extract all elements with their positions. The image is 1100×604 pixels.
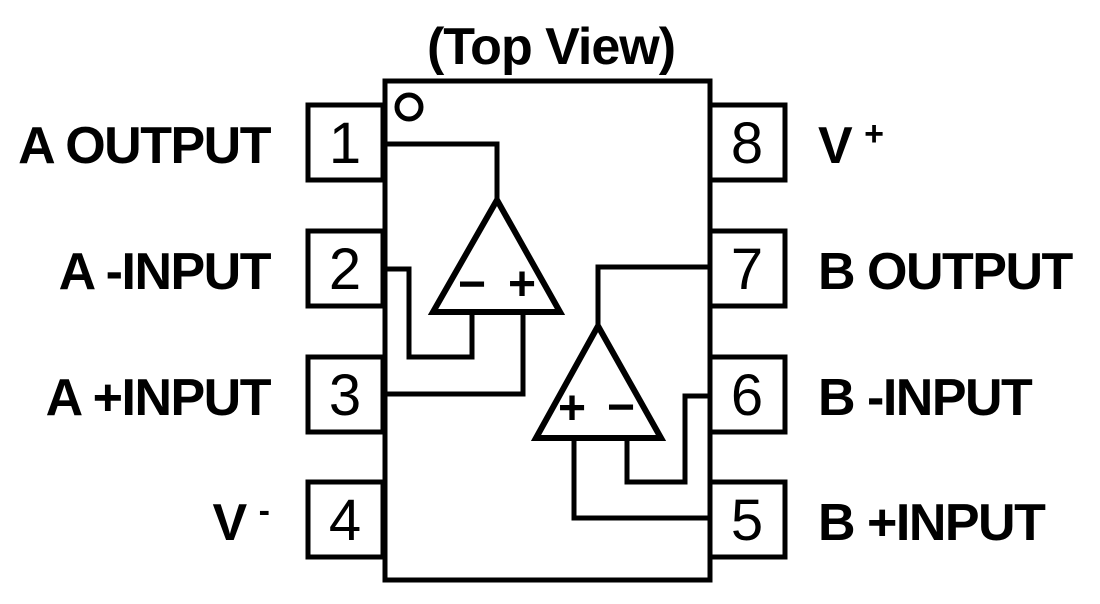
pin-5-box (707, 479, 788, 560)
pin-8: 8 V + (707, 102, 884, 183)
pin-6-number: 6 (731, 363, 763, 428)
wire-pin2-opamp-a-minus (385, 266, 475, 360)
pin-7-number: 7 (731, 237, 763, 302)
pin-1-label: A OUTPUT (18, 117, 272, 175)
internal-wires (385, 141, 711, 521)
pin-8-label-text: V (818, 117, 853, 175)
pin-1-label-text: A OUTPUT (18, 117, 272, 175)
pin-1: 1 A OUTPUT (18, 102, 386, 183)
pin-5-label: B +INPUT (818, 494, 1046, 552)
pin-2-number: 2 (329, 237, 361, 302)
opamp-b: + − (530, 319, 667, 441)
wire-pin3-opamp-a-plus (385, 311, 526, 397)
pin-6-label-text: B -INPUT (818, 369, 1033, 427)
pin-5-label-text: B +INPUT (818, 494, 1046, 552)
pin-8-label-sup: + (864, 115, 884, 153)
wire-pin6-opamp-b-minus (624, 393, 711, 485)
opamp-a-triangle (427, 193, 566, 315)
pin-4-box (305, 479, 386, 560)
pin-7-label: B OUTPUT (818, 243, 1074, 301)
pin-4: 4 V - (213, 479, 386, 560)
pin-2: 2 A -INPUT (59, 228, 386, 309)
pin-6-box (707, 354, 788, 435)
pin-7-box (707, 228, 788, 309)
opamp-b-plus-sign: + (558, 382, 586, 435)
opamp-a: − + (427, 193, 566, 315)
wire-pin5-opamp-b-plus (571, 436, 711, 521)
pin-3-label-text: A +INPUT (46, 369, 272, 427)
pin-6-label: B -INPUT (818, 369, 1033, 427)
diagram-title: (Top View) (427, 18, 675, 76)
pin-4-number: 4 (329, 488, 361, 553)
ic-package-outline (382, 78, 713, 583)
pin-1-number: 1 (329, 111, 361, 176)
pin-4-label-sup: - (259, 492, 270, 530)
pin-6: 6 B -INPUT (707, 354, 1035, 435)
pin-5-number: 5 (731, 488, 763, 553)
pin-2-label: A -INPUT (59, 243, 272, 301)
pin-1-box (305, 102, 386, 183)
opamp-b-triangle (530, 319, 667, 441)
wire-pin7-opamp-b-output (595, 264, 711, 330)
pin-3-box (305, 354, 386, 435)
pin-3-label: A +INPUT (46, 369, 272, 427)
opamp-b-minus-sign: − (607, 381, 635, 434)
pin-3: 3 A +INPUT (46, 354, 386, 435)
pin-4-label: V - (213, 492, 270, 552)
ic-body (382, 78, 713, 583)
opamp-a-plus-sign: + (508, 258, 536, 311)
pin-3-number: 3 (329, 363, 361, 428)
wire-pin1-opamp-a-output (385, 141, 500, 204)
pin-7-label-text: B OUTPUT (818, 243, 1074, 301)
pin-8-label: V + (818, 115, 884, 175)
pin-8-number: 8 (731, 111, 763, 176)
pin-2-label-text: A -INPUT (59, 243, 272, 301)
opamp-a-minus-sign: − (458, 258, 486, 311)
pin-2-box (305, 228, 386, 309)
pin-7: 7 B OUTPUT (707, 228, 1075, 309)
pin1-indicator-dot (394, 92, 424, 122)
pin-8-box (707, 102, 788, 183)
pin-4-label-text: V (213, 494, 248, 552)
pin-5: 5 B +INPUT (707, 479, 1048, 560)
